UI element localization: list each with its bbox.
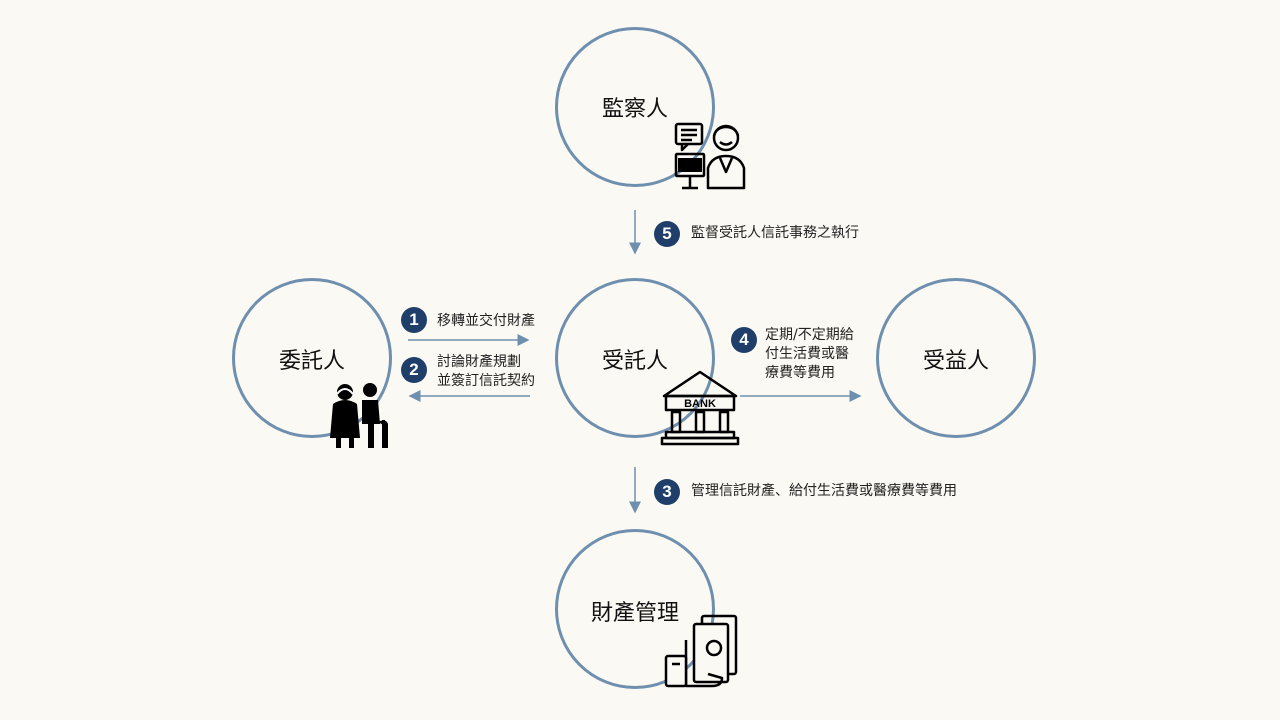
supervisor-person-icon <box>674 122 746 190</box>
step-2-text: 討論財產規劃 並簽訂信託契約 <box>437 353 535 391</box>
step-1-line-1: 移轉並交付財產 <box>437 313 535 329</box>
step-5-line-1: 監督受託人信託事務之執行 <box>691 225 859 241</box>
step-4-text: 定期/不定期給 付生活費或醫 療費等費用 <box>765 326 854 383</box>
money-cash-icon <box>664 614 738 688</box>
beneficiary-label: 受益人 <box>922 349 990 374</box>
trustee-label: 受託人 <box>601 349 669 374</box>
step-4-line-1: 定期/不定期給 <box>765 327 854 343</box>
step-3-badge: 3 <box>654 479 680 505</box>
settlor-label: 委託人 <box>278 349 346 374</box>
step-4-line-3: 療費等費用 <box>765 365 835 381</box>
supervisor-label: 監察人 <box>601 97 669 122</box>
step-3-text: 管理信託財產、給付生活費或醫療費等費用 <box>691 482 957 501</box>
property-circle <box>555 529 715 689</box>
step-2-badge: 2 <box>401 357 427 383</box>
supervisor-circle <box>555 27 715 187</box>
step-4-line-2: 付生活費或醫 <box>765 346 849 362</box>
trustee-circle <box>555 278 715 438</box>
bank-sign: BANK <box>684 398 716 410</box>
beneficiary-circle <box>876 278 1036 438</box>
bank-icon: BANK <box>660 370 740 446</box>
settlor-circle <box>232 278 392 438</box>
elderly-couple-icon <box>330 383 388 448</box>
step-5-badge: 5 <box>654 221 680 247</box>
step-5-text: 監督受託人信託事務之執行 <box>691 224 859 243</box>
step-2-line-1: 討論財產規劃 <box>437 354 521 370</box>
step-1-badge: 1 <box>401 307 427 333</box>
step-3-line-1: 管理信託財產、給付生活費或醫療費等費用 <box>691 483 957 499</box>
step-2-line-2: 並簽訂信託契約 <box>437 373 535 389</box>
step-1-text: 移轉並交付財產 <box>437 312 535 331</box>
step-4-badge: 4 <box>731 327 757 353</box>
property-label: 財產管理 <box>590 601 680 626</box>
